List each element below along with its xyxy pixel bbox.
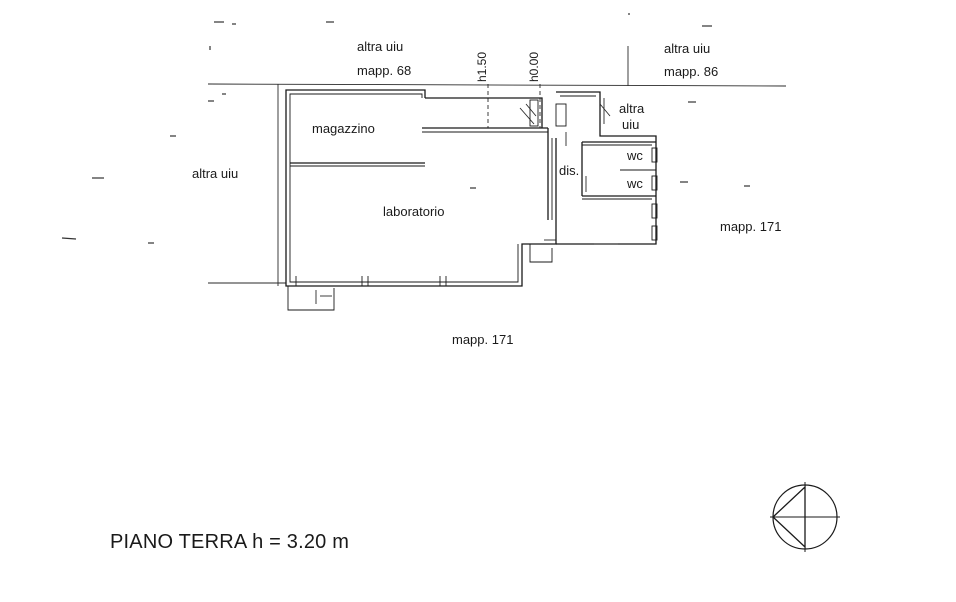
neighbor-labels: altra uiu mapp. 68 altra uiu mapp. 86 al… <box>192 39 781 347</box>
top-right-neighbor-label: altra uiu <box>664 41 710 56</box>
room-altra-uiu-line1: altra <box>619 101 645 116</box>
property-boundaries <box>207 46 787 286</box>
room-dis-label: dis. <box>559 163 579 178</box>
scan-specks <box>61 13 750 244</box>
top-right-mapp-label: mapp. 86 <box>664 64 718 79</box>
room-labels: magazzino laboratorio dis. wc wc altra u… <box>312 101 645 219</box>
building-walls <box>285 89 658 311</box>
room-magazzino-label: magazzino <box>312 121 375 136</box>
level-h150-label: h1.50 <box>475 52 489 82</box>
north-arrow-icon <box>770 482 840 552</box>
room-altra-uiu-line2: uiu <box>622 117 639 132</box>
right-mapp-label: mapp. 171 <box>720 219 781 234</box>
top-left-mapp-label: mapp. 68 <box>357 63 411 78</box>
left-neighbor-label: altra uiu <box>192 166 238 181</box>
level-h000-label: h0.00 <box>527 52 541 82</box>
room-laboratorio-label: laboratorio <box>383 204 444 219</box>
floor-title: PIANO TERRA h = 3.20 m <box>110 531 350 553</box>
level-section-lines <box>487 84 541 128</box>
bottom-mapp-label: mapp. 171 <box>452 332 513 347</box>
room-wc2-label: wc <box>626 176 643 191</box>
top-left-neighbor-label: altra uiu <box>357 39 403 54</box>
level-labels: h1.50 h0.00 <box>475 52 541 82</box>
room-wc1-label: wc <box>626 148 643 163</box>
